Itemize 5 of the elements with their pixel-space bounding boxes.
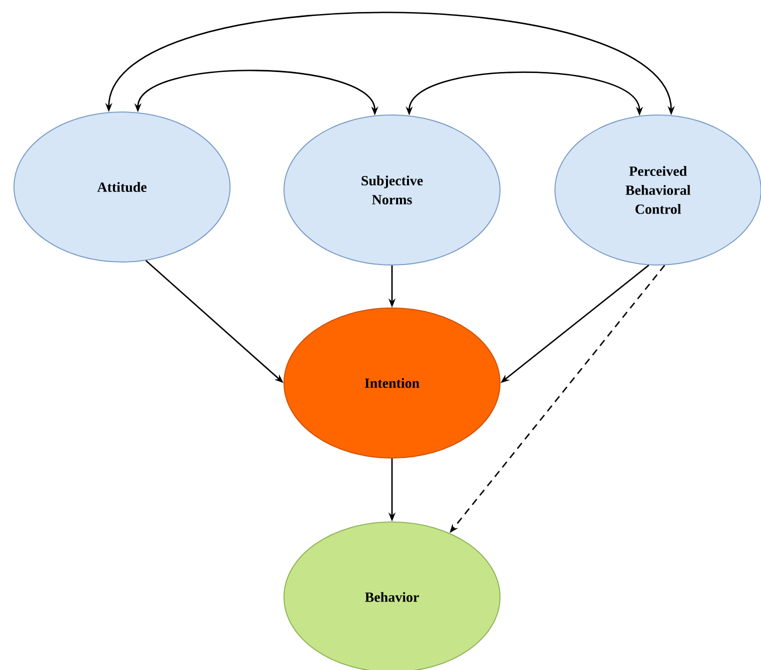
ellipse-node: Intention bbox=[284, 308, 500, 458]
ellipse-node: Subjective Norms bbox=[284, 114, 500, 266]
ellipse-node: Behavior bbox=[284, 522, 500, 670]
ellipse-node: Perceived Behavioral Control bbox=[554, 114, 761, 266]
ellipse-node: Attitude bbox=[14, 112, 230, 262]
